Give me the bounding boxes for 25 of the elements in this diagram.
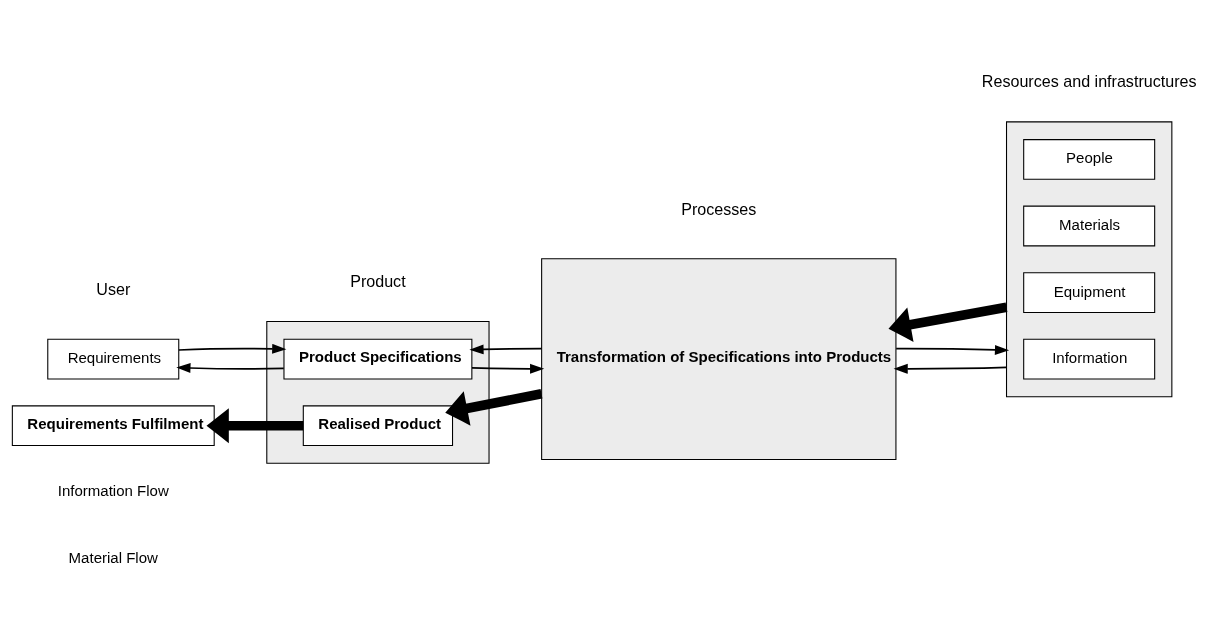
node-box: Requirements	[47, 338, 180, 380]
node-box: Materials	[1023, 205, 1156, 247]
label: User	[96, 280, 131, 299]
node-box: Product Specifications	[283, 338, 473, 380]
node-box: Requirements Fulfilment	[11, 405, 215, 447]
label: Resources and infrastructures	[981, 71, 1197, 90]
node-box: Transformation of Specifications into Products	[541, 258, 897, 461]
arrow	[895, 344, 1010, 355]
arrow	[206, 408, 304, 444]
legend-label: Material Flow	[68, 548, 158, 566]
legend-label: Information Flow	[57, 482, 169, 500]
node-box: Equipment	[1023, 272, 1156, 313]
arrow	[469, 344, 543, 355]
label: Product	[350, 271, 406, 290]
node-box: Information	[1023, 338, 1156, 380]
label: Processes	[681, 199, 757, 218]
arrow	[893, 363, 1008, 374]
arrow	[471, 363, 545, 374]
cluster	[1006, 121, 1173, 398]
arrow	[176, 363, 285, 373]
arrow	[888, 302, 1008, 342]
node-box: People	[1023, 139, 1156, 180]
node-box: Realised Product	[302, 405, 454, 447]
cluster	[266, 321, 490, 464]
arrow	[178, 343, 287, 354]
